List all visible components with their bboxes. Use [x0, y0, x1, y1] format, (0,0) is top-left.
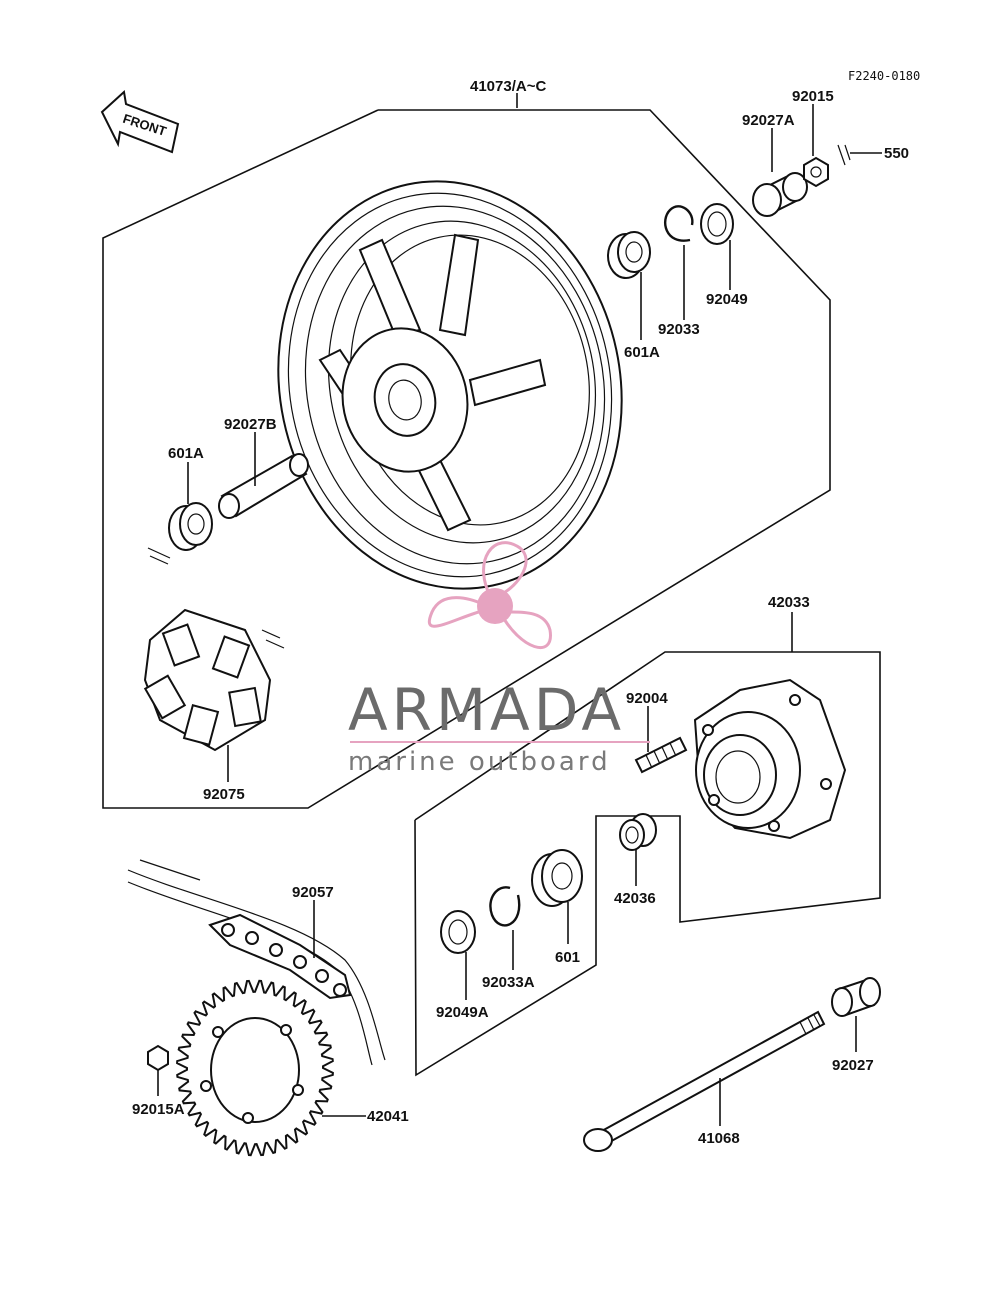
- axis-dash: [147, 547, 171, 565]
- diagram-code: F2240-0180: [848, 69, 920, 83]
- collar-42036: [619, 813, 657, 851]
- rear-sprocket-42041: [176, 979, 334, 1157]
- label-601: 601: [555, 949, 580, 966]
- damper-axis-dash: [261, 629, 285, 649]
- label-wheel: 41073/A~C: [470, 78, 546, 95]
- watermark-subtitle: marine outboard: [348, 747, 611, 777]
- bearing-601: [531, 849, 583, 907]
- label-92004: 92004: [626, 690, 668, 707]
- label-92015A: 92015A: [132, 1101, 185, 1118]
- watermark-title: ARMADA: [348, 676, 625, 744]
- label-42036: 42036: [614, 890, 656, 907]
- label-92075: 92075: [203, 786, 245, 803]
- wheel-group-outline: [102, 109, 831, 809]
- label-550: 550: [884, 145, 909, 162]
- label-92027: 92027: [832, 1057, 874, 1074]
- label-92033: 92033: [658, 321, 700, 338]
- label-42033: 42033: [768, 594, 810, 611]
- nut-92015: [803, 156, 829, 188]
- hub-group-outline: [414, 651, 881, 1077]
- label-601A-left: 601A: [168, 445, 204, 462]
- watermark: ARMADA marine outboard: [348, 541, 650, 777]
- bearing-601A-top: [607, 231, 651, 279]
- label-42041: 42041: [367, 1108, 409, 1125]
- label-601A-top: 601A: [624, 344, 660, 361]
- collar-92027A: [752, 172, 808, 217]
- label-92057: 92057: [292, 884, 334, 901]
- label-92027A: 92027A: [742, 112, 795, 129]
- label-92033A: 92033A: [482, 974, 535, 991]
- collar-92027: [831, 977, 881, 1017]
- label-92015: 92015: [792, 88, 834, 105]
- cotter-pin-550: [837, 144, 851, 166]
- front-arrow-icon: FRONT: [100, 90, 180, 154]
- label-92049A: 92049A: [436, 1004, 489, 1021]
- rear-wheel: [277, 180, 623, 590]
- spacer-tube-92027B: [218, 453, 309, 519]
- oil-seal-92049A: [440, 910, 476, 954]
- label-92049: 92049: [706, 291, 748, 308]
- bearing-601A-left: [168, 502, 213, 551]
- sprocket-hub-42033: [693, 678, 847, 840]
- circlip-92033: [663, 205, 694, 242]
- drive-chain-92057: [127, 859, 386, 1066]
- label-41068: 41068: [698, 1130, 740, 1147]
- nut-92015A: [147, 1044, 169, 1072]
- axle-41068: [583, 1010, 826, 1152]
- hub-damper-92075: [143, 608, 272, 752]
- oil-seal-92049: [700, 203, 734, 245]
- circlip-92033A: [489, 886, 521, 927]
- stud-92004: [634, 736, 688, 774]
- label-92027B: 92027B: [224, 416, 277, 433]
- propeller-logo-icon: [427, 541, 552, 649]
